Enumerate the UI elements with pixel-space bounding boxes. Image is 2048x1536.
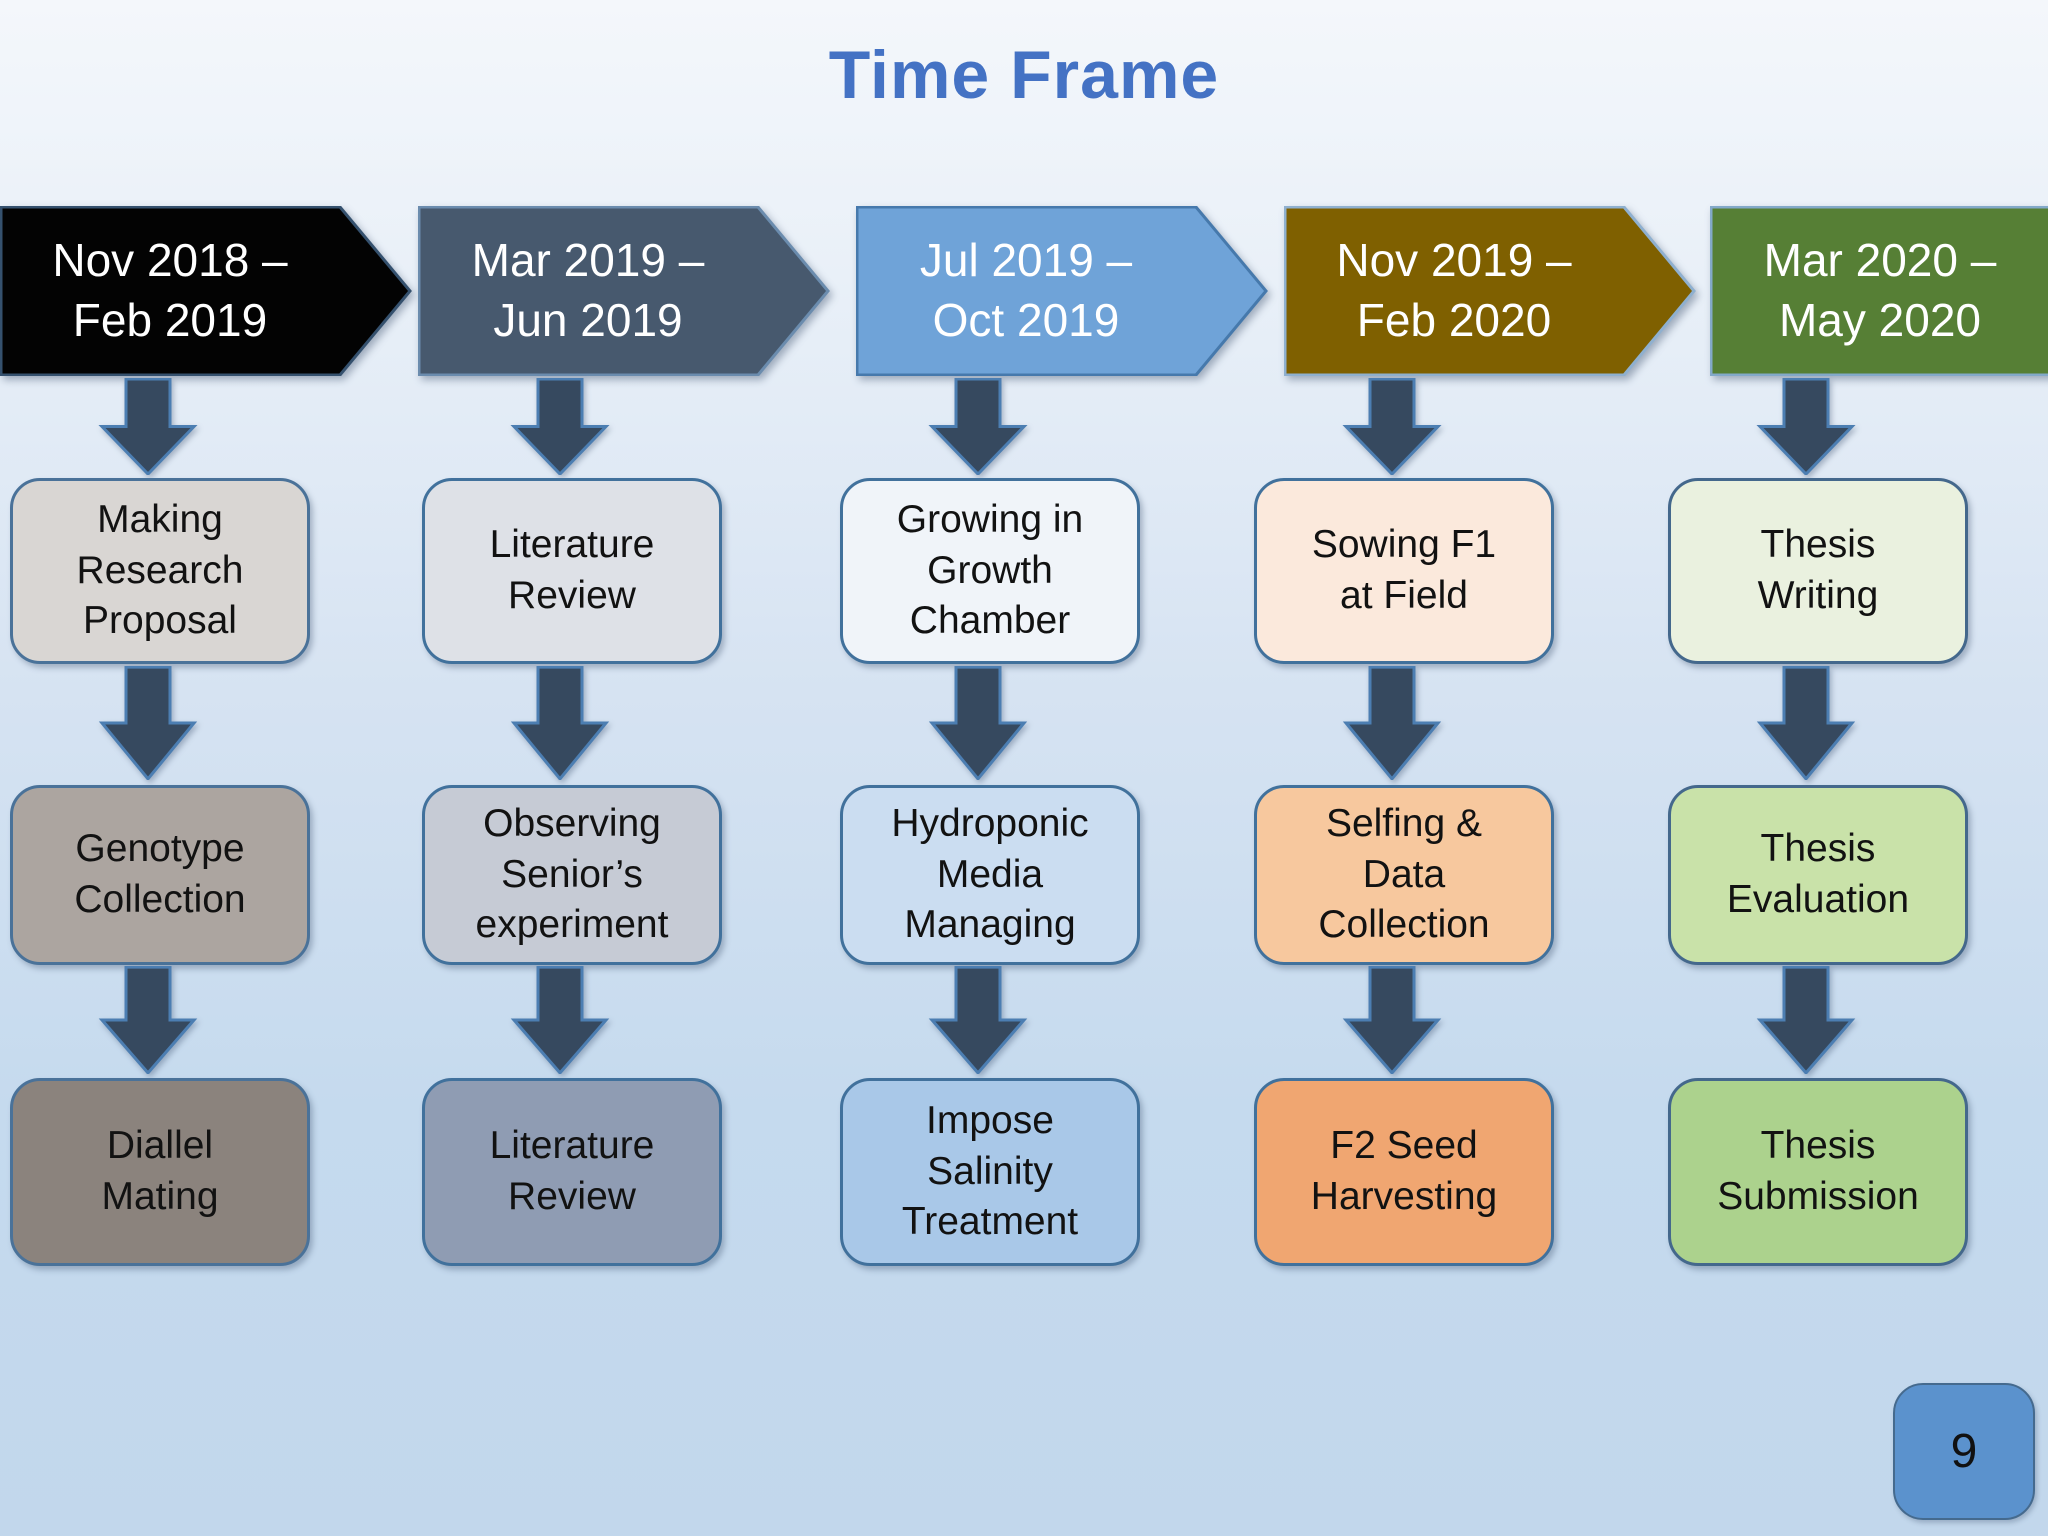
down-arrow-connector — [1756, 666, 1856, 780]
page-number: 9 — [1950, 1425, 1978, 1478]
down-arrow-connector — [1342, 378, 1442, 475]
phase-arrow-shape — [856, 206, 1268, 376]
down-arrow-icon — [1756, 966, 1856, 1074]
down-arrow-icon — [1756, 378, 1856, 475]
phase-arrow-shape — [1284, 206, 1696, 376]
down-arrow-connector — [928, 666, 1028, 780]
phase-header-5: Mar 2020 – May 2020 — [1710, 206, 2048, 376]
task-box: Impose Salinity Treatment — [840, 1078, 1140, 1266]
task-box: Sowing F1 at Field — [1254, 478, 1554, 664]
task-box: Selfing & Data Collection — [1254, 785, 1554, 965]
down-arrow-icon — [98, 966, 198, 1074]
down-arrow-connector — [928, 378, 1028, 475]
phase-date-range: Mar 2020 – May 2020 — [1763, 234, 1997, 346]
phase-arrow-shape — [418, 206, 830, 376]
down-arrow-icon — [510, 966, 610, 1074]
down-arrow-connector — [510, 966, 610, 1074]
phase-header-4: Nov 2019 – Feb 2020 — [1284, 206, 1696, 376]
down-arrow-connector — [510, 666, 610, 780]
task-box: Thesis Evaluation — [1668, 785, 1968, 965]
task-box: Genotype Collection — [10, 785, 310, 965]
down-arrow-icon — [1756, 666, 1856, 780]
task-box: Literature Review — [422, 1078, 722, 1266]
down-arrow-connector — [510, 378, 610, 475]
task-box: Growing in Growth Chamber — [840, 478, 1140, 664]
down-arrow-connector — [928, 966, 1028, 1074]
phase-arrow-shape — [1710, 206, 2048, 376]
task-box: Thesis Submission — [1668, 1078, 1968, 1266]
phase-date-range: Jul 2019 – Oct 2019 — [919, 234, 1133, 346]
task-box: Thesis Writing — [1668, 478, 1968, 664]
phase-arrow-shape — [0, 206, 412, 376]
phase-date-range: Nov 2018 – Feb 2019 — [52, 234, 288, 346]
down-arrow-connector — [1756, 966, 1856, 1074]
phase-date-range: Mar 2019 – Jun 2019 — [471, 234, 705, 346]
phase-date-range: Nov 2019 – Feb 2020 — [1336, 234, 1572, 346]
down-arrow-icon — [98, 378, 198, 475]
task-box: Diallel Mating — [10, 1078, 310, 1266]
task-box: Observing Senior’s experiment — [422, 785, 722, 965]
phase-header-3: Jul 2019 – Oct 2019 — [856, 206, 1268, 376]
down-arrow-connector — [1342, 666, 1442, 780]
task-box: Hydroponic Media Managing — [840, 785, 1140, 965]
down-arrow-icon — [1342, 378, 1442, 475]
down-arrow-icon — [928, 378, 1028, 475]
down-arrow-connector — [98, 378, 198, 475]
down-arrow-connector — [1756, 378, 1856, 475]
down-arrow-connector — [98, 666, 198, 780]
down-arrow-connector — [1342, 966, 1442, 1074]
phase-header-1: Nov 2018 – Feb 2019 — [0, 206, 412, 376]
down-arrow-connector — [98, 966, 198, 1074]
task-box: Making Research Proposal — [10, 478, 310, 664]
down-arrow-icon — [510, 666, 610, 780]
phase-header-2: Mar 2019 – Jun 2019 — [418, 206, 830, 376]
down-arrow-icon — [928, 966, 1028, 1074]
task-box: F2 Seed Harvesting — [1254, 1078, 1554, 1266]
down-arrow-icon — [1342, 666, 1442, 780]
slide-title: Time Frame — [828, 37, 1220, 113]
page-number-badge: 9 — [1893, 1383, 2035, 1520]
down-arrow-icon — [510, 378, 610, 475]
down-arrow-icon — [928, 666, 1028, 780]
task-box: Literature Review — [422, 478, 722, 664]
down-arrow-icon — [1342, 966, 1442, 1074]
down-arrow-icon — [98, 666, 198, 780]
